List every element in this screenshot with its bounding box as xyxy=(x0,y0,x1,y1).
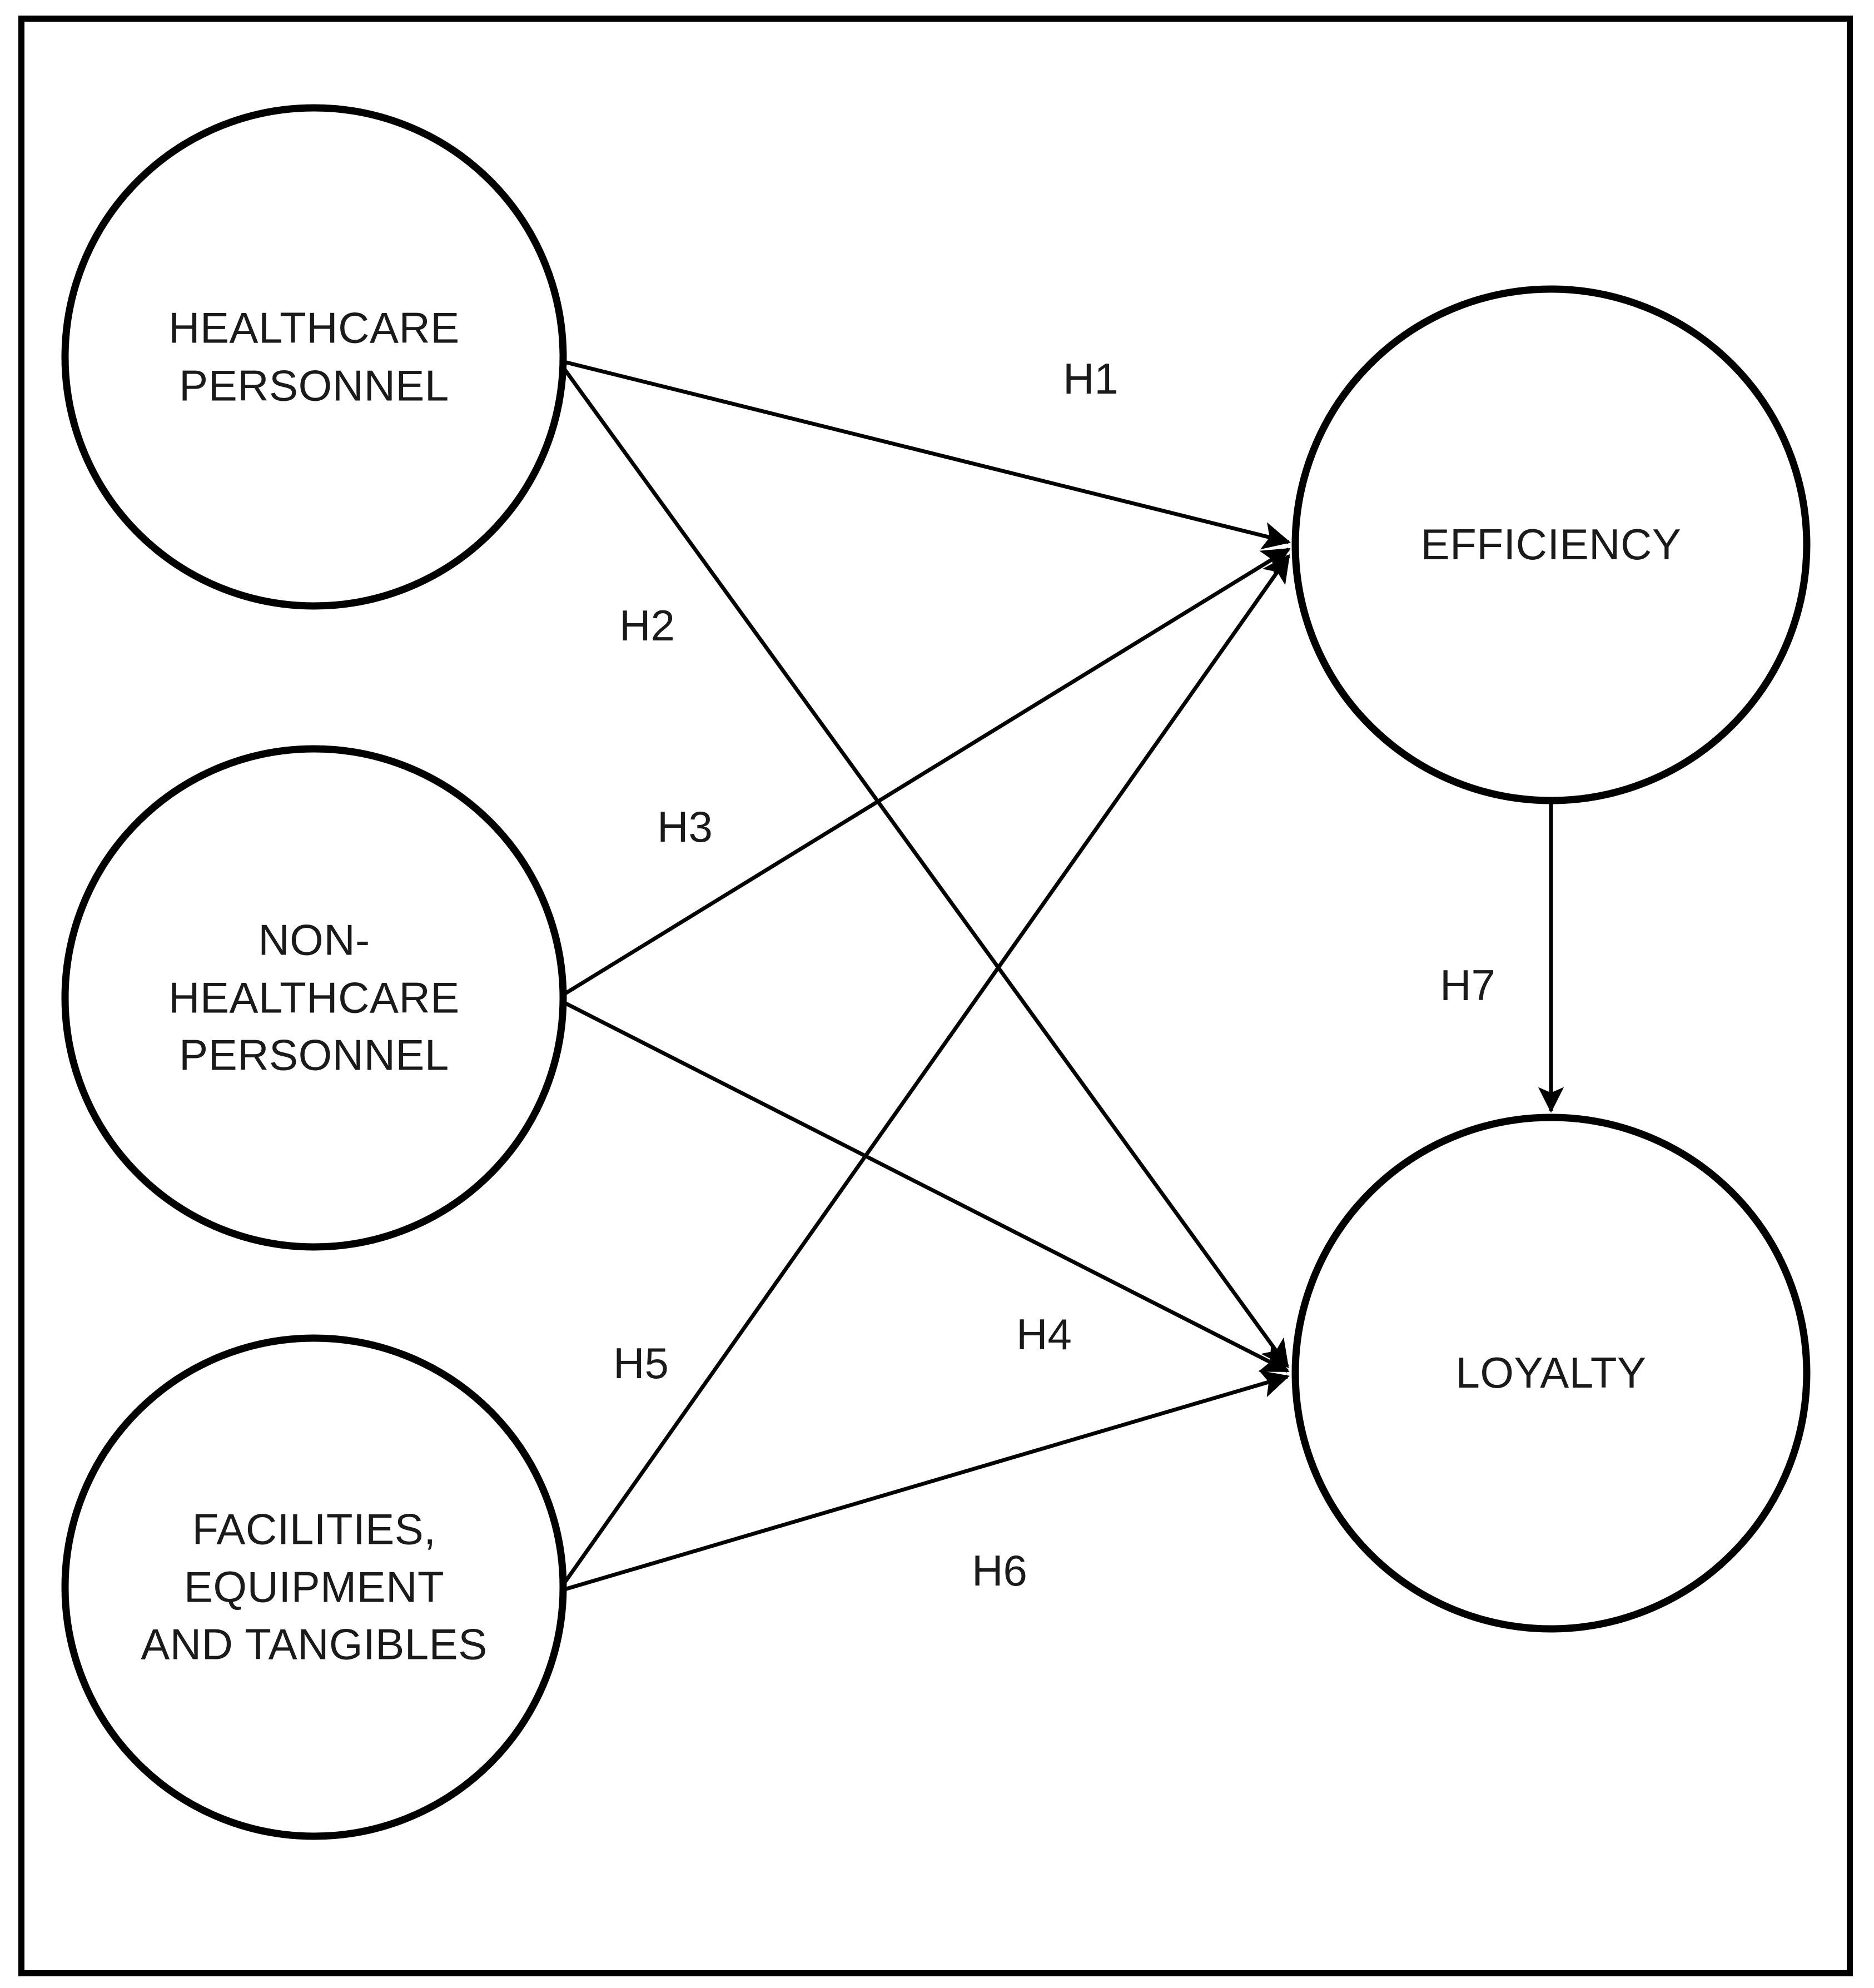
edge-label-h1: H1 xyxy=(1063,354,1119,403)
edge-label-h5: H5 xyxy=(613,1339,669,1388)
edge-line-h1[interactable] xyxy=(561,359,1291,550)
edge-label-h7: H7 xyxy=(1440,961,1495,1010)
edge-line-h3[interactable] xyxy=(561,548,1291,997)
node-circle-non-healthcare-personnel[interactable] xyxy=(61,745,567,1251)
node-circle-facilities-equipment-and-tangibles[interactable] xyxy=(61,1334,567,1840)
edge-label-h6: H6 xyxy=(972,1546,1027,1595)
edge-line-h4[interactable] xyxy=(561,1000,1290,1373)
edge-label-h2: H2 xyxy=(619,601,675,650)
edge-label-h4: H4 xyxy=(1016,1310,1072,1359)
edge-label-h3: H3 xyxy=(657,802,713,851)
node-circle-healthcare-personnel[interactable] xyxy=(61,104,567,610)
edge-line-h5[interactable] xyxy=(561,554,1290,1587)
edge-line-h6[interactable] xyxy=(562,1370,1290,1592)
edge-line-h2[interactable] xyxy=(560,364,1289,1369)
node-circle-loyalty[interactable] xyxy=(1291,1114,1811,1633)
node-circle-efficiency[interactable] xyxy=(1291,285,1811,804)
